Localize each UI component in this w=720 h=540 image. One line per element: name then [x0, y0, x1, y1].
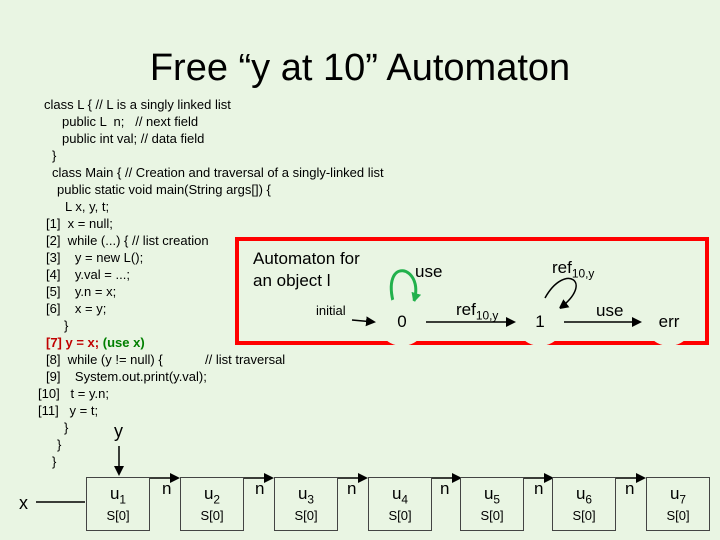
node-state: S[0] — [666, 508, 690, 523]
node-name: u — [203, 484, 214, 503]
code-line: } — [52, 148, 57, 163]
code-line: } — [57, 437, 62, 452]
code-line: [9] System.out.print(y.val); — [46, 369, 207, 384]
heap-edge-label: n — [255, 479, 265, 498]
heap-edge-label: n — [440, 479, 450, 498]
code-line: } — [64, 420, 69, 435]
edge-label-use-1-err: use — [596, 301, 624, 320]
heap-edge-label: n — [347, 479, 357, 498]
heap-node-u7: u7 S[0] — [646, 477, 710, 531]
node-index: 6 — [585, 492, 593, 507]
state-1: 1 — [516, 298, 564, 346]
code-line: [4] y.val = ...; — [46, 267, 130, 282]
edge-label-ref-sub: 10,y — [475, 308, 499, 323]
heap-node-u3: u3 S[0] — [274, 477, 338, 531]
node-name: u — [297, 484, 308, 503]
code-line: [10] t = y.n; — [38, 386, 109, 401]
edge-label-use: use — [415, 262, 443, 281]
node-index: 5 — [493, 492, 501, 507]
node-name: u — [391, 484, 402, 503]
node-name: u — [483, 484, 494, 503]
heap-node-u5: u5 S[0] — [460, 477, 524, 531]
heap-edge-label: n — [534, 479, 544, 498]
code-line: [11] y = t; — [38, 403, 99, 418]
automaton-box — [235, 237, 709, 345]
slide-title: Free “y at 10” Automaton — [149, 47, 571, 89]
code-line: [6] x = y; — [46, 301, 107, 316]
heap-edge-label: n — [162, 479, 172, 498]
code-line: [1] x = null; — [46, 216, 113, 231]
node-state: S[0] — [388, 508, 412, 523]
node-name: u — [575, 484, 586, 503]
code-line: public static void main(String args[]) { — [57, 182, 271, 197]
state-err: err — [645, 298, 693, 346]
line-7-number: [7] — [46, 335, 62, 350]
code-line: L x, y, t; — [65, 199, 110, 214]
initial-label: initial — [316, 303, 346, 318]
node-name: u — [109, 484, 120, 503]
code-line: [2] while (...) { // list creation — [46, 233, 209, 248]
line-7-use-annotation: (use x) — [102, 335, 145, 350]
automaton-label: Automaton for an object l — [253, 248, 360, 292]
code-comment: // list traversal — [205, 352, 286, 367]
edge-label-ref-sub: 10,y — [571, 266, 595, 281]
automaton-label-line2: an object l — [253, 271, 331, 290]
code-line: [8] while (y != null) { — [46, 352, 163, 367]
edge-label-ref: ref — [456, 300, 476, 319]
node-state: S[0] — [572, 508, 596, 523]
y-label: y — [114, 421, 123, 441]
code-line: } — [64, 318, 69, 333]
node-index: 1 — [119, 492, 127, 507]
initial-arrow — [351, 316, 376, 327]
edge-label-ref: ref — [552, 258, 572, 277]
code-line: public L n; // next field — [62, 114, 199, 129]
heap-node-u6: u6 S[0] — [552, 477, 616, 531]
self-loop-state-0 — [389, 269, 422, 306]
code-line: [5] y.n = x; — [46, 284, 117, 299]
x-label: x — [19, 493, 28, 513]
code-line: class Main { // Creation and traversal o… — [52, 165, 384, 180]
heap-node-u2: u2 S[0] — [180, 477, 244, 531]
code-line-7: [7] y = x; (use x) — [46, 334, 145, 351]
self-loop-state-1 — [544, 277, 577, 310]
node-index: 3 — [307, 492, 315, 507]
code-line: class L { // L is a singly linked list — [44, 97, 231, 112]
node-name: u — [669, 484, 680, 503]
node-index: 4 — [401, 492, 409, 507]
heap-node-u4: u4 S[0] — [368, 477, 432, 531]
state-0: 0 — [378, 298, 426, 346]
code-line: public int val; // data field — [62, 131, 205, 146]
heap-edge-label: n — [625, 479, 635, 498]
node-state: S[0] — [106, 508, 130, 523]
edge-label-ref-self-1: ref10,y — [552, 258, 594, 280]
code-line: } — [52, 454, 57, 469]
node-state: S[0] — [200, 508, 224, 523]
node-state: S[0] — [480, 508, 504, 523]
code-line: [3] y = new L(); — [46, 250, 144, 265]
line-7-statement: y = x; — [65, 335, 100, 350]
automaton-label-line1: Automaton for — [253, 249, 360, 268]
node-index: 2 — [213, 492, 221, 507]
heap-node-u1: u1 S[0] — [86, 477, 150, 531]
node-state: S[0] — [294, 508, 318, 523]
node-index: 7 — [679, 492, 687, 507]
edge-label-ref-0-1: ref10,y — [456, 300, 498, 322]
